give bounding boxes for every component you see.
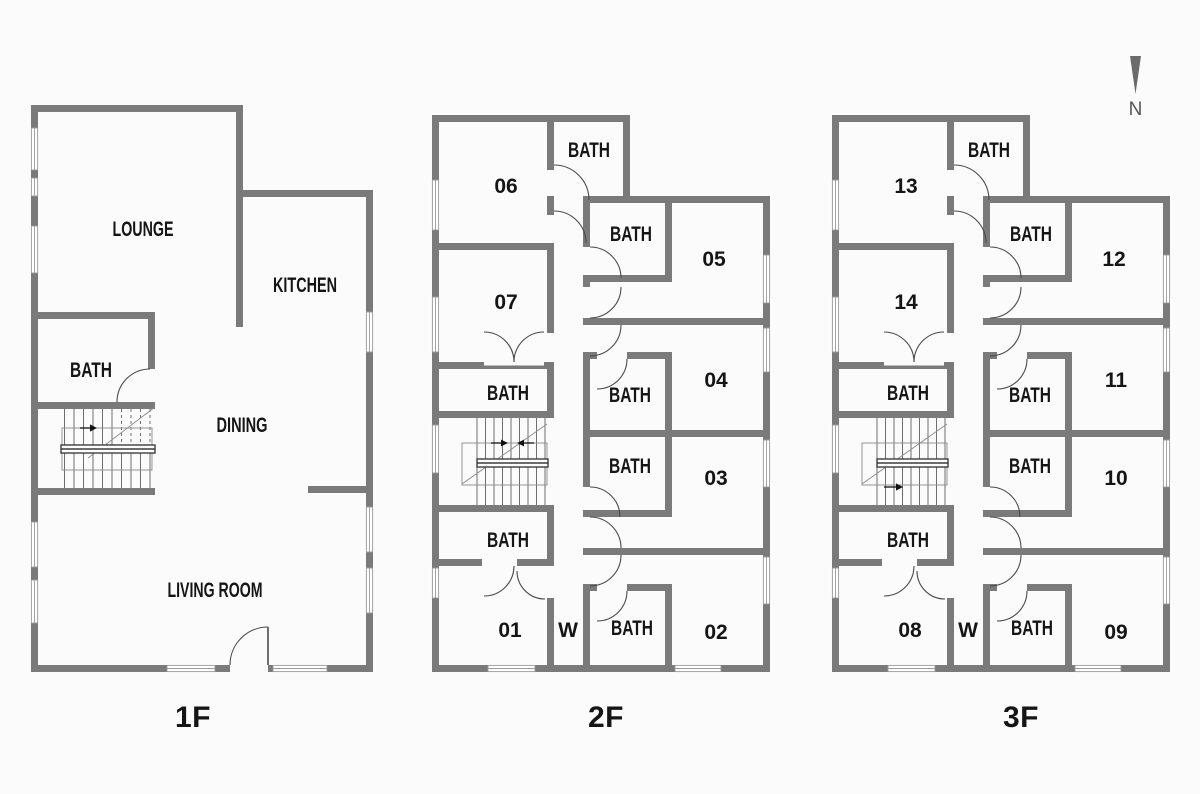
room-label-10: 10 <box>1104 467 1127 490</box>
floor-plan-3f: 13 BATH BATH 12 14 BATH BATH 11 BATH 10 … <box>831 114 1171 734</box>
bath-label-12: BATH <box>1010 223 1052 246</box>
bath-label-03: BATH <box>609 455 651 478</box>
room-label-lounge: LOUNGE <box>113 218 174 241</box>
bath-label-09: BATH <box>1011 617 1053 640</box>
floor-title-2f: 2F <box>588 701 624 734</box>
room-label-04: 04 <box>704 369 728 392</box>
room-label-03: 03 <box>704 467 727 490</box>
room-label-kitchen: KITCHEN <box>273 274 337 297</box>
room-labels: LOUNGE KITCHEN BATH DINING LIVING ROOM <box>70 218 337 602</box>
closet-label-w-3f: W <box>958 619 978 642</box>
floor-plan-2f: 06 BATH BATH 05 07 BATH BATH 04 BATH 03 … <box>431 114 771 734</box>
compass-label: N <box>1129 99 1143 120</box>
bath-label-11: BATH <box>1009 384 1051 407</box>
room-label-13: 13 <box>894 175 917 198</box>
stair-direction-arrow-icon <box>80 424 97 432</box>
room-label-09: 09 <box>1104 621 1127 644</box>
room-label-bath-1f: BATH <box>70 359 112 382</box>
room-labels: 13 BATH BATH 12 14 BATH BATH 11 BATH 10 … <box>887 139 1128 644</box>
bath-label-04: BATH <box>609 384 651 407</box>
floor-title-3f: 3F <box>1003 701 1039 734</box>
compass: N <box>1129 56 1143 120</box>
bath-label-10: BATH <box>1009 455 1051 478</box>
floor-plan-1f: LOUNGE KITCHEN BATH DINING LIVING ROOM 1… <box>30 105 374 734</box>
stair-direction-arrow-icon <box>884 483 903 491</box>
room-label-08: 08 <box>898 619 922 642</box>
closet-label-w-2f: W <box>558 619 578 642</box>
doors <box>116 368 269 672</box>
room-label-12: 12 <box>1102 248 1125 271</box>
room-label-living-room: LIVING ROOM <box>168 579 263 602</box>
room-labels: 06 BATH BATH 05 07 BATH BATH 04 BATH 03 … <box>487 139 728 644</box>
floor-3f-structure <box>831 114 1171 673</box>
floor-2f-structure <box>431 114 771 673</box>
room-label-01: 01 <box>498 619 522 642</box>
bath-label-top-3f: BATH <box>968 139 1010 162</box>
room-label-05: 05 <box>702 248 726 271</box>
bath-label-02: BATH <box>611 617 653 640</box>
bath-label-lower-2f: BATH <box>487 529 529 552</box>
room-label-11: 11 <box>1105 369 1128 392</box>
windows <box>30 127 374 673</box>
bath-label-upper-3f: BATH <box>887 382 929 405</box>
bath-label-lower-3f: BATH <box>887 529 929 552</box>
room-label-07: 07 <box>494 291 517 314</box>
staircase <box>60 406 156 488</box>
room-label-06: 06 <box>494 175 517 198</box>
stair-direction-arrows-icon <box>491 439 534 447</box>
bath-label-top-2f: BATH <box>568 139 610 162</box>
floor-title-1f: 1F <box>175 701 211 734</box>
bath-label-upper-2f: BATH <box>487 382 529 405</box>
north-arrow-icon <box>1130 56 1141 94</box>
bath-label-05: BATH <box>610 223 652 246</box>
room-label-dining: DINING <box>217 414 268 437</box>
room-label-02: 02 <box>704 621 727 644</box>
room-label-14: 14 <box>894 291 918 314</box>
